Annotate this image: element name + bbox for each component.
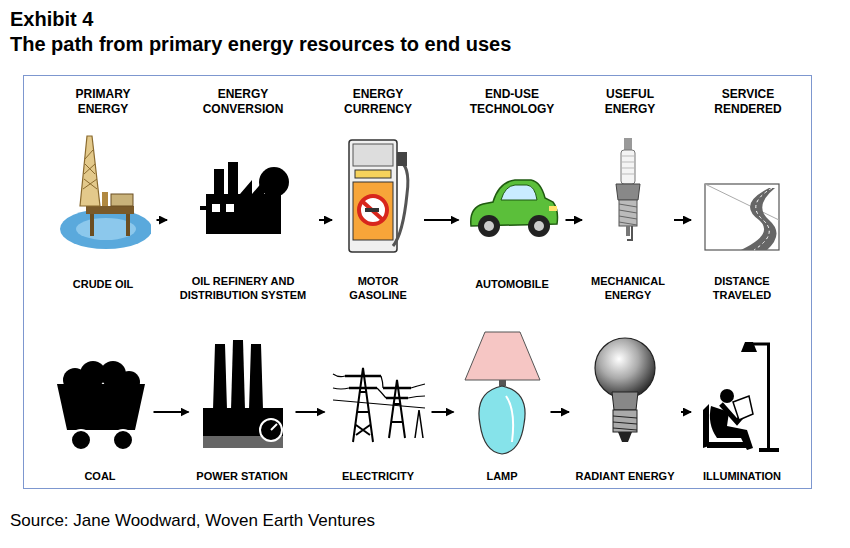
stage-icon — [341, 134, 416, 266]
text-row: MOTOR GASOLINE — [335, 274, 421, 303]
stage-icon — [697, 134, 787, 266]
flow-arrow — [157, 219, 168, 221]
energy-stage: MOTOR GASOLINE — [335, 134, 421, 303]
stage-icon — [608, 134, 648, 266]
energy-stage: ILLUMINATION — [694, 330, 790, 484]
energy-stage: POWER STATION — [192, 330, 293, 484]
flow-arrow — [681, 411, 691, 413]
flow-arrow — [424, 219, 459, 221]
stage-label: CRUDE OIL — [73, 277, 134, 291]
stage-icon — [697, 330, 787, 458]
flow-arrow — [154, 411, 189, 413]
stage-label: AUTOMOBILE — [475, 277, 549, 291]
flow-arrow — [566, 219, 583, 221]
stage-label: LAMP — [486, 469, 517, 483]
text-row: CRUDE OIL — [53, 274, 154, 292]
energy-stage: ELECTRICITY — [328, 330, 429, 484]
stage-label: POWER STATION — [196, 469, 287, 483]
energy-stage: AUTOMOBILE — [462, 134, 563, 292]
stage-label: DISTANCE TRAVELED — [702, 274, 782, 302]
column-header: PRIMARY ENERGY — [58, 87, 148, 117]
text-row: POWER STATION — [192, 466, 293, 484]
stage-icon — [196, 134, 291, 266]
energy-stage: DISTANCE TRAVELED — [694, 134, 790, 303]
stage-label: RADIANT ENERGY — [575, 469, 674, 483]
diagram-title: The path from primary energy resources t… — [10, 32, 511, 56]
stage-icon — [53, 330, 148, 458]
flow-arrow — [319, 219, 332, 221]
stage-icon — [195, 330, 290, 458]
stage-icon — [56, 134, 151, 266]
flow-arrow — [432, 411, 454, 413]
stage-icon — [331, 330, 426, 458]
energy-stage: MECHANICAL ENERGY — [585, 134, 671, 303]
energy-stage: RADIANT ENERGY — [572, 330, 678, 484]
energy-stage: LAMP — [457, 330, 548, 484]
stage-label: MECHANICAL ENERGY — [588, 274, 668, 302]
column-header: USEFUL ENERGY — [585, 87, 675, 117]
text-row: ILLUMINATION — [694, 466, 790, 484]
source-caption: Source: Jane Woodward, Woven Earth Ventu… — [10, 510, 375, 531]
text-row: RADIANT ENERGY — [572, 466, 678, 484]
energy-stage: COAL — [50, 330, 151, 484]
text-row: MECHANICAL ENERGY — [585, 274, 671, 303]
exhibit-number: Exhibit 4 — [10, 7, 93, 31]
stage-label: MOTOR GASOLINE — [338, 274, 418, 302]
stage-icon — [460, 330, 545, 458]
text-row: ELECTRICITY — [328, 466, 429, 484]
stage-icon — [590, 330, 660, 458]
energy-stage: CRUDE OIL — [53, 134, 154, 292]
stage-label: ELECTRICITY — [342, 469, 414, 483]
text-row: LAMP — [457, 466, 548, 484]
column-header: ENERGY CONVERSION — [196, 87, 291, 117]
flow-arrow — [674, 219, 691, 221]
stage-icon — [465, 134, 560, 266]
diagram-frame — [23, 75, 812, 489]
column-header: ENERGY CURRENCY — [333, 87, 423, 117]
text-row: AUTOMOBILE — [462, 274, 563, 292]
column-header: SERVICE RENDERED — [703, 87, 793, 117]
text-row: DISTANCE TRAVELED — [694, 274, 790, 303]
stage-label: ILLUMINATION — [703, 469, 781, 483]
column-header: END-USE TECHNOLOGY — [462, 87, 562, 117]
flow-arrow — [551, 411, 570, 413]
text-row: OIL REFINERY AND DISTRIBUTION SYSTEM — [170, 274, 316, 303]
energy-stage: OIL REFINERY AND DISTRIBUTION SYSTEM — [170, 134, 316, 303]
flow-arrow — [296, 411, 325, 413]
stage-label: OIL REFINERY AND DISTRIBUTION SYSTEM — [173, 274, 313, 302]
text-row: COAL — [50, 466, 151, 484]
stage-label: COAL — [84, 469, 115, 483]
